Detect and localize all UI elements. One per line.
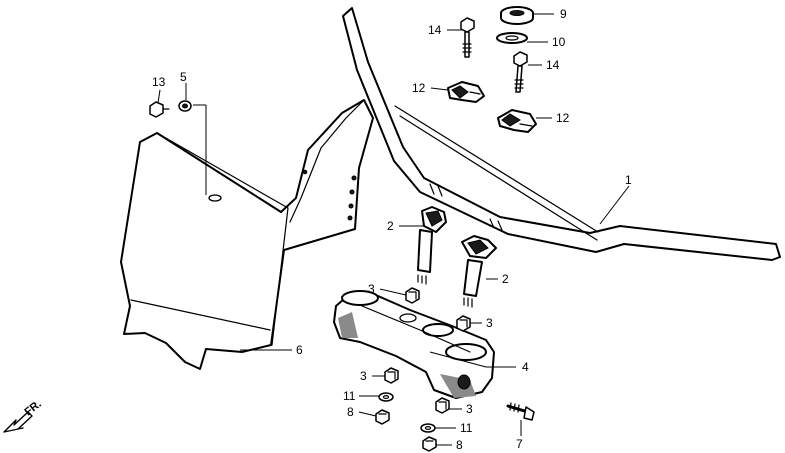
callout-1: 1 [625, 173, 632, 187]
callout-4: 4 [522, 360, 529, 374]
handlebar-holder-left [417, 206, 447, 285]
front-direction-arrow: FR. [3, 398, 44, 433]
nut-8b [422, 436, 437, 452]
nut-3d [435, 397, 450, 414]
callout-12-left: 12 [412, 81, 426, 95]
callout-7: 7 [516, 437, 523, 451]
callout-11-b: 11 [460, 421, 473, 435]
bolt-13 [149, 101, 170, 118]
callout-14-upper: 14 [428, 23, 442, 37]
nut-3c [384, 367, 399, 384]
callout-10: 10 [552, 35, 566, 49]
leader-lines [157, 13, 630, 446]
callout-5: 5 [180, 70, 187, 84]
top-bridge [333, 290, 495, 399]
bolt-14-lower [513, 51, 528, 93]
bolt-14-upper [460, 17, 475, 58]
callout-8-a: 8 [347, 405, 354, 419]
callout-3-a: 3 [368, 282, 375, 296]
nut-8a [375, 409, 390, 425]
callout-3-b: 3 [486, 316, 493, 330]
handlebar [342, 7, 781, 261]
number-plate [120, 99, 374, 370]
callout-6: 6 [296, 343, 303, 357]
nut-9 [500, 6, 534, 25]
callout-2-left: 2 [387, 219, 394, 233]
handlebar-holder-right [461, 235, 497, 308]
nut-3b [456, 315, 471, 332]
washer-11a [378, 392, 394, 402]
callout-8-b: 8 [456, 438, 463, 452]
callout-3-d: 3 [466, 402, 473, 416]
callout-14-lower: 14 [546, 58, 560, 72]
upper-holder-12-left [447, 81, 485, 103]
callout-11-a: 11 [343, 389, 356, 403]
collar-5 [178, 100, 192, 112]
nut-3a [405, 287, 420, 304]
callout-13: 13 [152, 75, 166, 89]
callout-12-right: 12 [556, 111, 570, 125]
washer-11b [420, 423, 436, 433]
upper-holder-12-right [497, 109, 537, 133]
callout-2-right: 2 [502, 272, 509, 286]
bolt-7 [506, 402, 535, 421]
callout-9: 9 [560, 7, 567, 21]
callout-3-c: 3 [360, 369, 367, 383]
washer-10 [496, 32, 528, 44]
